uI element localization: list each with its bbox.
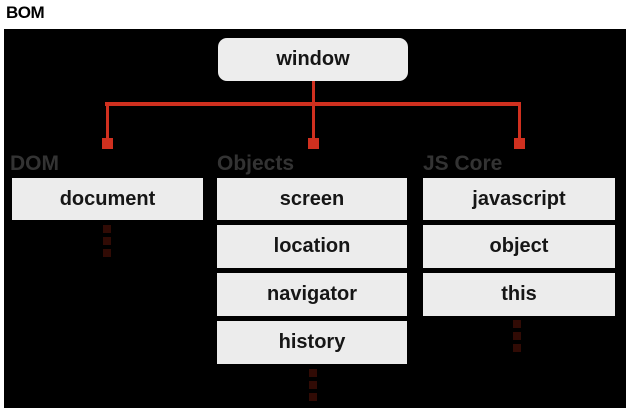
node-screen-label: screen bbox=[279, 187, 345, 210]
node-document: document bbox=[12, 178, 203, 220]
dotted-continuation-objects bbox=[309, 369, 317, 401]
node-this-label: this bbox=[501, 283, 537, 305]
node-location: location bbox=[217, 225, 407, 268]
node-javascript: javascript bbox=[423, 178, 615, 220]
dotted-continuation-dom bbox=[103, 225, 111, 257]
node-history-label: history bbox=[278, 331, 346, 353]
node-document-label: document bbox=[59, 187, 156, 210]
node-javascript-label: javascript bbox=[472, 187, 566, 210]
connector-vertical-left bbox=[106, 104, 109, 138]
group-label-objects: Objects bbox=[217, 152, 295, 175]
connector-vertical-right bbox=[518, 104, 521, 138]
connector-vertical-middle bbox=[312, 81, 315, 138]
group-label-js-core: JS Core bbox=[423, 152, 503, 175]
node-this: this bbox=[423, 273, 615, 316]
diagram-title: BOM bbox=[6, 3, 45, 22]
node-object-label: object bbox=[489, 235, 549, 257]
diagram-canvas: window DOM Objects JS Core document scre… bbox=[4, 29, 626, 408]
group-label-dom: DOM bbox=[10, 152, 59, 175]
node-object: object bbox=[423, 225, 615, 268]
node-window: window bbox=[218, 38, 408, 81]
dotted-continuation-js-core bbox=[513, 320, 521, 352]
node-window-label: window bbox=[276, 48, 350, 70]
node-screen: screen bbox=[217, 178, 407, 220]
node-history: history bbox=[217, 321, 407, 364]
node-navigator: navigator bbox=[217, 273, 407, 316]
connector-endpoint-right bbox=[514, 138, 525, 149]
connector-endpoint-middle bbox=[308, 138, 319, 149]
connector-horizontal bbox=[105, 102, 521, 106]
node-location-label: location bbox=[273, 235, 351, 257]
connector-endpoint-left bbox=[102, 138, 113, 149]
node-navigator-label: navigator bbox=[266, 283, 358, 305]
